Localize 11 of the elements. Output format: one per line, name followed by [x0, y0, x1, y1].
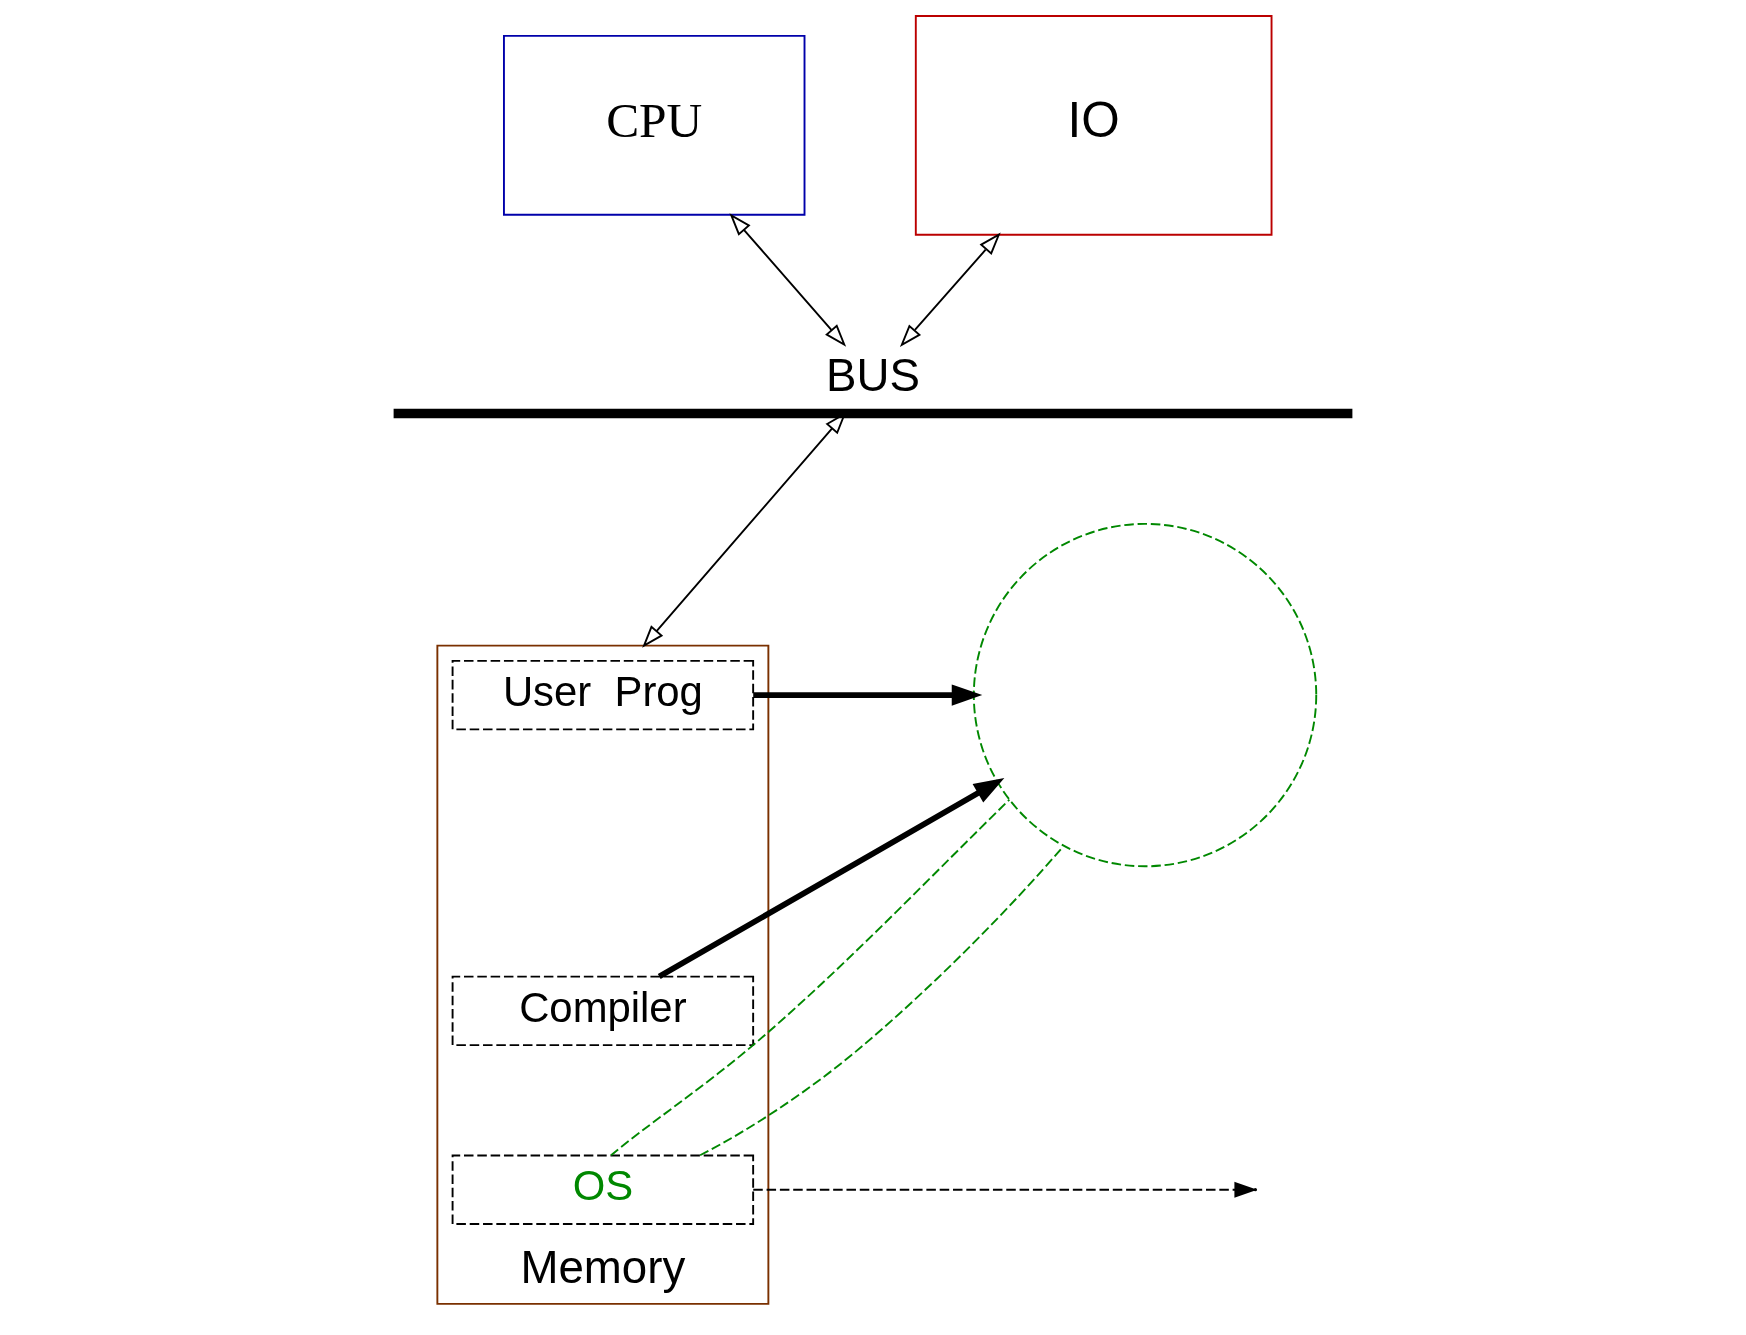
node-box: OS — [451, 1154, 755, 1225]
connector — [610, 798, 1011, 1157]
arrow — [753, 684, 983, 706]
arrow — [657, 777, 1005, 979]
node-box: CPU — [503, 34, 806, 216]
node-box: Compiler — [451, 975, 755, 1047]
node-box: User Prog — [451, 659, 755, 731]
arrow — [899, 232, 1001, 347]
node-box: IO — [914, 15, 1273, 236]
arrow — [729, 213, 847, 347]
node-text: BUS — [826, 350, 920, 402]
